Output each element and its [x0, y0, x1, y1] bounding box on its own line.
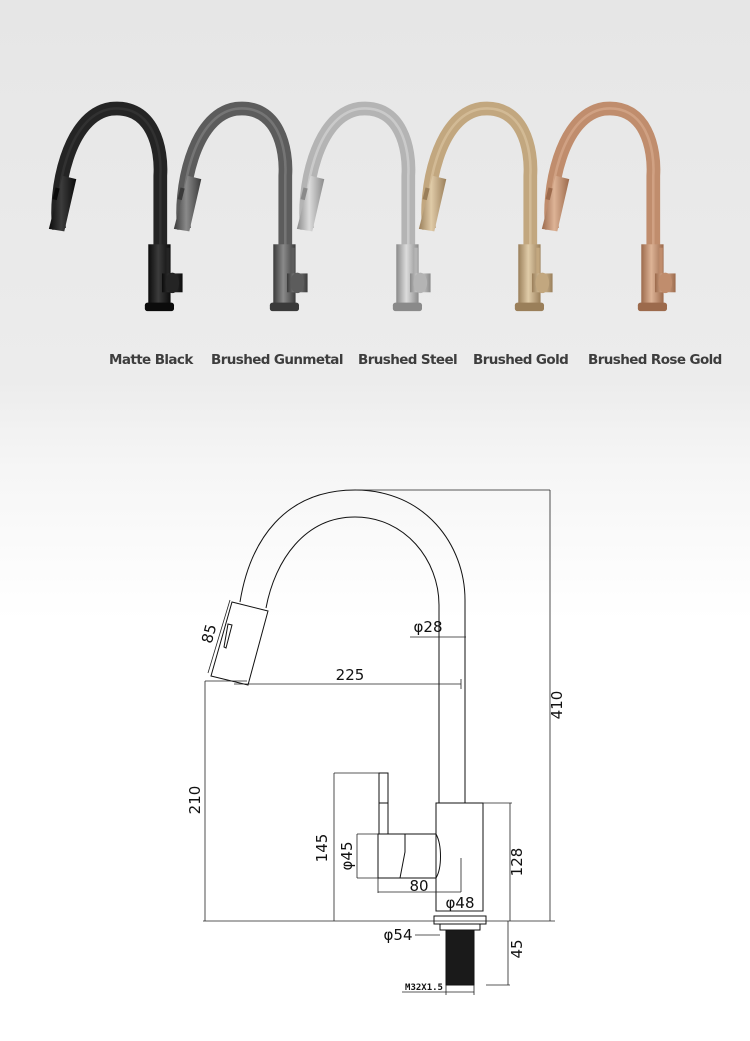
- dim-body-diameter: φ48: [446, 894, 475, 912]
- finish-label-matte-black: Matte Black: [109, 352, 193, 368]
- dim-spout-reach: 225: [336, 666, 365, 684]
- finish-label-brushed-steel: Brushed Steel: [358, 352, 458, 368]
- faucet-lever: [291, 247, 295, 282]
- finish-label-brushed-gunmetal: Brushed Gunmetal: [211, 352, 343, 368]
- finish-label-brushed-rose-gold: Brushed Rose Gold: [588, 352, 722, 368]
- faucet-spray-head: [48, 175, 77, 232]
- finish-options-row: Matte Black Brushed Gunmetal Brushed Ste…: [0, 0, 750, 400]
- faucet-spray-head: [418, 175, 447, 232]
- dim-spout-clearance: 210: [186, 786, 204, 815]
- handle-lever: [378, 772, 389, 835]
- dim-handle-height: 145: [313, 834, 331, 863]
- faucet-lever: [166, 247, 170, 282]
- faucet-image-brushed-steel: [290, 80, 440, 340]
- finish-label-brushed-gold: Brushed Gold: [473, 352, 569, 368]
- spout-inner-outline: [265, 516, 440, 803]
- dim-base-diameter: φ54: [384, 926, 413, 944]
- base-plate: [433, 915, 487, 925]
- dim-spout-diameter: φ28: [414, 618, 443, 636]
- dim-body-height: 128: [508, 848, 526, 877]
- dim-handle-reach: 80: [409, 877, 428, 895]
- spray-head-outline: [210, 601, 269, 686]
- faucet-image-matte-black: [42, 80, 192, 340]
- faucet-image-brushed-rose-gold: [535, 80, 685, 340]
- handle-ring: [399, 834, 406, 879]
- faucet-spray-head: [296, 175, 325, 232]
- faucet-image-brushed-gold: [412, 80, 562, 340]
- faucet-spray-head: [541, 175, 570, 232]
- faucet-lever: [414, 247, 418, 282]
- handle-outline: [377, 833, 441, 879]
- dim-total-height: 410: [548, 691, 566, 720]
- faucet-lever: [536, 247, 540, 282]
- spout-outer-outline: [239, 489, 466, 803]
- faucet-spray-head: [173, 175, 202, 232]
- dim-thread-spec: M32X1.5: [405, 983, 443, 993]
- dim-handle-diameter: φ45: [338, 842, 356, 871]
- dim-shank-length: 45: [508, 939, 526, 958]
- dim-spray-head-length: 85: [198, 622, 220, 645]
- faucet-image-brushed-gunmetal: [167, 80, 317, 340]
- spray-button: [223, 623, 233, 649]
- faucet-lever: [659, 247, 663, 282]
